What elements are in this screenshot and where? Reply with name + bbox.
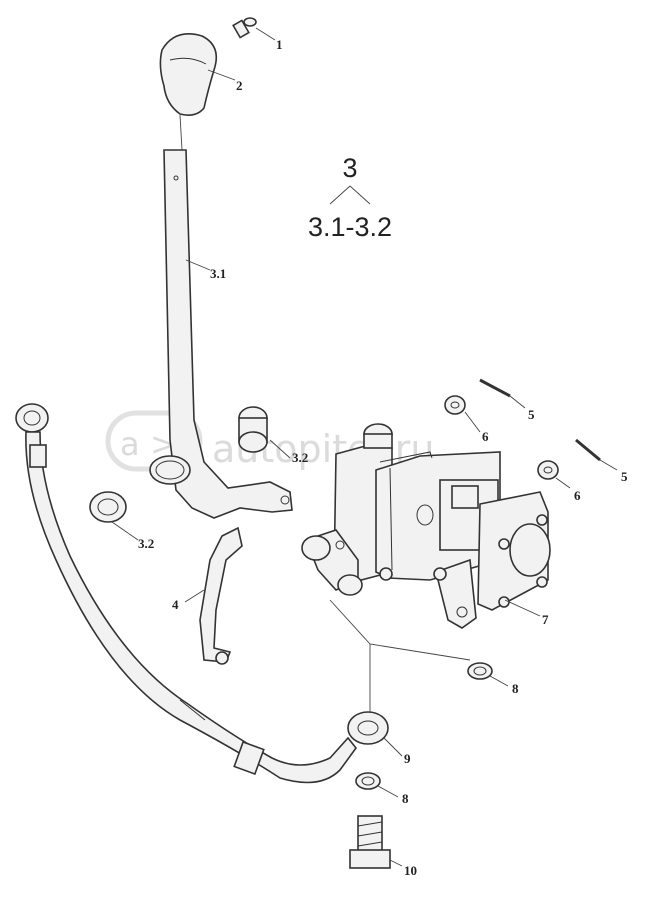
part-seal-ring-upper — [467, 662, 509, 687]
part-bushing-upper — [238, 406, 291, 459]
part-banjo-fitting — [347, 711, 403, 757]
assembly-bracket — [329, 185, 371, 205]
callout-6-lower: 6 — [574, 488, 581, 503]
callout-9: 9 — [404, 751, 411, 766]
svg-text:a: a — [120, 425, 140, 463]
callout-10: 10 — [404, 863, 417, 878]
part-knob — [159, 33, 236, 116]
part-pin-upper — [479, 378, 526, 409]
part-pin-lower — [575, 438, 618, 471]
part-washer-upper — [444, 395, 481, 433]
callout-8-lower: 8 — [402, 791, 409, 806]
callout-5-lower: 5 — [621, 469, 628, 484]
part-lever — [149, 149, 293, 519]
callout-5-upper: 5 — [528, 407, 535, 422]
part-screw — [232, 17, 276, 41]
part-hose — [15, 403, 358, 784]
callout-8-upper: 8 — [512, 681, 519, 696]
callout-3-2-upper: 3.2 — [292, 450, 308, 465]
part-seal-ring-lower — [355, 772, 399, 798]
callout-3-2-lower: 3.2 — [138, 536, 154, 551]
callout-6-upper: 6 — [482, 429, 489, 444]
part-rod — [184, 526, 243, 665]
callout-1: 1 — [276, 37, 283, 52]
callout-7: 7 — [542, 612, 549, 627]
part-valve-body — [301, 423, 551, 629]
callout-4: 4 — [172, 597, 179, 612]
assembly-range: 3.1-3.2 — [308, 212, 392, 242]
part-banjo-bolt — [349, 815, 403, 869]
part-bushing-lower — [89, 491, 139, 541]
callout-3-1: 3.1 — [210, 266, 226, 281]
callout-2: 2 — [236, 78, 243, 93]
part-washer-lower — [537, 460, 571, 489]
assembly-number: 3 — [342, 153, 357, 183]
